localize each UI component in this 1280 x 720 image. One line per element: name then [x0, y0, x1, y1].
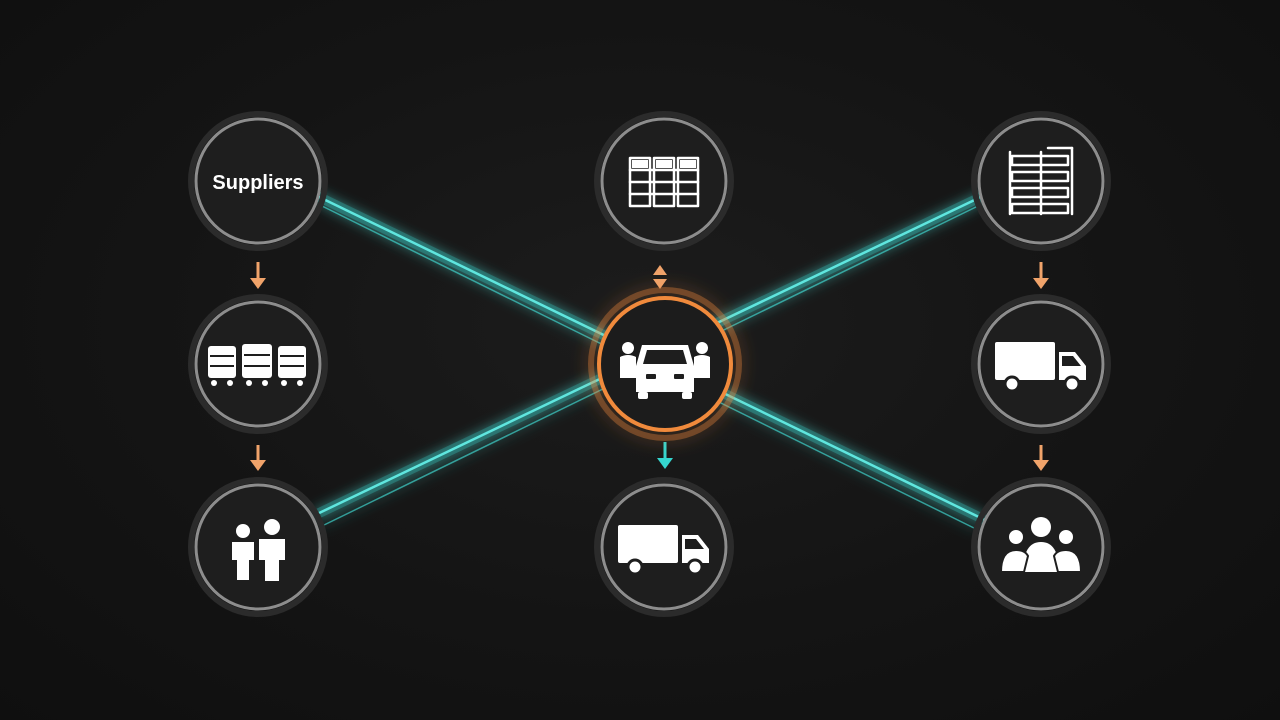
node-suppliers[interactable]: Suppliers [188, 111, 328, 251]
node-hub[interactable] [588, 287, 742, 441]
warehouse-shelves-icon [628, 156, 700, 208]
arrow-containers-down [250, 445, 266, 471]
arrow-warehouse-hub-bidirectional [653, 265, 667, 289]
people-icon [232, 519, 285, 581]
arrow-racks-down [1033, 262, 1049, 289]
arrow-hub-down [657, 442, 673, 469]
storage-containers-icon [208, 344, 306, 386]
delivery-truck-icon [995, 342, 1086, 393]
node-truck-right[interactable] [971, 294, 1111, 434]
node-containers-left[interactable] [188, 294, 328, 434]
node-racks-top-right[interactable] [971, 111, 1111, 251]
delivery-truck-icon [618, 525, 709, 576]
arrow-suppliers-down [250, 262, 266, 289]
arrow-truck-right-down [1033, 445, 1049, 471]
node-people-left[interactable] [188, 477, 328, 617]
node-customers[interactable] [971, 477, 1111, 617]
node-warehouse-top[interactable] [594, 111, 734, 251]
node-suppliers-label: Suppliers [212, 172, 303, 194]
pallet-racks-icon [1008, 146, 1074, 216]
delivery-van-team-icon [620, 342, 710, 399]
node-truck-bottom[interactable] [594, 477, 734, 617]
customer-group-icon [999, 517, 1083, 573]
